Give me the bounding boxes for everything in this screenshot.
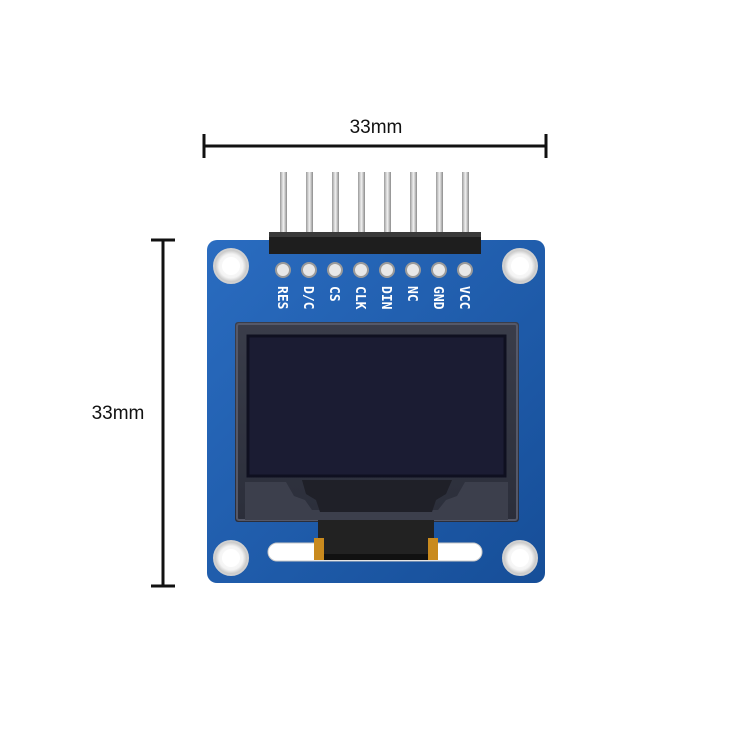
- solder-pad: [379, 262, 395, 278]
- header-block-highlight: [269, 232, 481, 237]
- height-dimension-label: 33mm: [92, 403, 145, 424]
- display-flex-inner: [302, 480, 452, 512]
- mounting-hole-center: [222, 549, 240, 567]
- header-block: [269, 232, 481, 254]
- pin-label-nc: NC: [404, 286, 419, 302]
- solder-pads: [275, 262, 473, 278]
- header-pins: [280, 172, 469, 234]
- header-pin: [280, 172, 287, 234]
- solder-pad: [405, 262, 421, 278]
- mounting-hole-center: [222, 257, 240, 275]
- height-dimension: 33mm: [92, 238, 175, 588]
- pin-label-din: DIN: [378, 286, 393, 310]
- display-flex-step: [245, 482, 508, 520]
- pin-label-gnd: GND: [430, 286, 445, 310]
- pin-label-res: RES: [274, 286, 289, 310]
- pin-label-dc: D/C: [300, 286, 315, 309]
- header-pin: [332, 172, 339, 234]
- solder-pad: [431, 262, 447, 278]
- solder-pad: [327, 262, 343, 278]
- oled-screen-border: [246, 334, 507, 478]
- flex-ribbon-shadow: [324, 554, 428, 560]
- mounting-hole-center: [511, 549, 529, 567]
- pin-label-vcc: VCC: [456, 286, 471, 309]
- flex-ribbon-edge-left: [314, 538, 324, 560]
- pin-labels: RES D/C CS CLK DIN NC GND VCC: [274, 286, 471, 310]
- header-pin: [462, 172, 469, 234]
- pin-label-cs: CS: [326, 286, 341, 302]
- solder-pad: [457, 262, 473, 278]
- width-dimension-label: 33mm: [350, 117, 403, 138]
- flex-ribbon-cable: [318, 520, 434, 560]
- solder-pad: [301, 262, 317, 278]
- solder-pad: [353, 262, 369, 278]
- width-dimension: 33mm: [202, 117, 548, 158]
- mounting-hole-center: [511, 257, 529, 275]
- header-pin: [358, 172, 365, 234]
- solder-pad: [275, 262, 291, 278]
- pin-label-clk: CLK: [352, 286, 367, 310]
- header-pin: [436, 172, 443, 234]
- oled-screen: [248, 336, 505, 476]
- header-pin: [384, 172, 391, 234]
- flex-ribbon-edge-right: [428, 538, 438, 560]
- header-pin: [410, 172, 417, 234]
- header-pin: [306, 172, 313, 234]
- mounting-holes: [213, 248, 538, 576]
